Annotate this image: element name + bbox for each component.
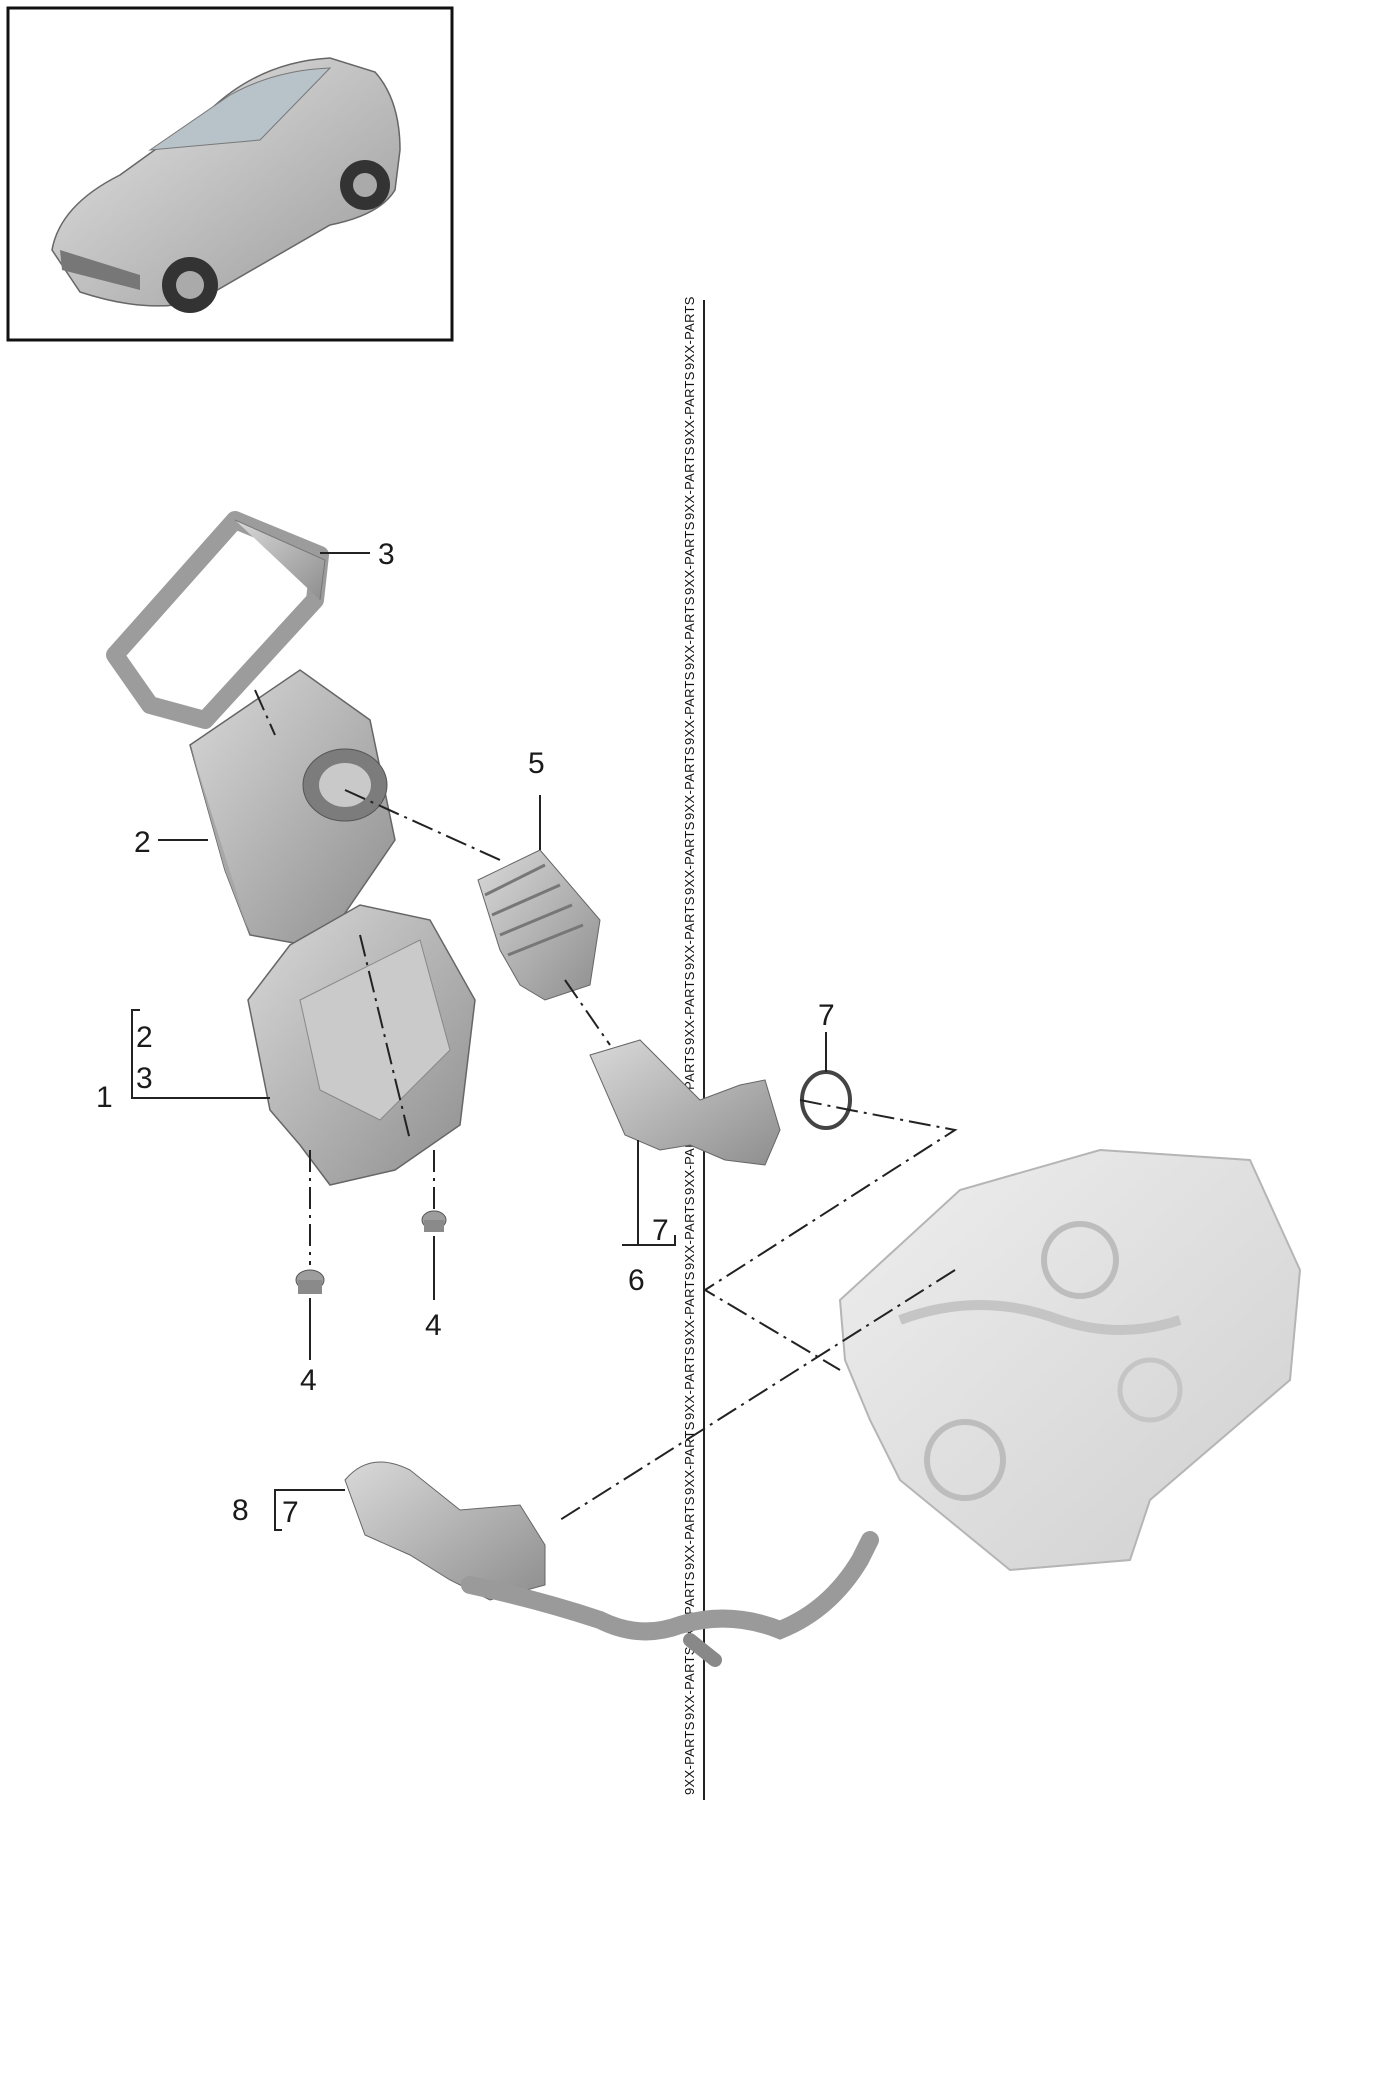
watermark-text: 9XX-PARTS	[682, 1346, 697, 1420]
callout-4-right: 4	[425, 1309, 442, 1342]
watermark-text: 9XX-PARTS	[682, 671, 697, 745]
watermark-text: 9XX-PARTS	[682, 596, 697, 670]
watermark-text: 9XX-PARTS	[682, 1196, 697, 1270]
watermark-text: 9XX-PARTS	[682, 296, 697, 370]
callout-4-left: 4	[300, 1364, 317, 1397]
watermark-text: 9XX-PARTS	[682, 521, 697, 595]
part-5-bellows-hose	[477, 849, 601, 1001]
part-7-o-ring	[800, 1070, 852, 1130]
watermark-text: 9XX-PARTS	[682, 1496, 697, 1570]
part-8-intake-pipe-assembly	[344, 1461, 879, 1667]
watermark-text: 9XX-PARTS	[682, 821, 697, 895]
callout-group-8-item-7: 7	[282, 1496, 299, 1529]
vehicle-thumbnail	[6, 6, 454, 342]
car-illustration	[51, 57, 401, 313]
callouts: 3 2 5 7 2 3 1 7 6 4 4 8 7	[96, 538, 835, 1529]
part-3-seal-frame	[106, 511, 329, 729]
watermark-text: 9XX-PARTS	[682, 1646, 697, 1720]
callout-2: 2	[134, 826, 151, 859]
leader-lines	[131, 552, 827, 1531]
watermark-text: 9XX-PARTS	[682, 1271, 697, 1345]
callout-group-1-item-2: 2	[136, 1021, 153, 1054]
callout-6: 6	[628, 1264, 645, 1297]
callout-8: 8	[232, 1494, 249, 1527]
watermark-text: 9XX-PARTS	[682, 746, 697, 820]
part-2-filter-housing	[189, 669, 396, 946]
assembly-lines	[254, 689, 958, 1521]
part-1-lower-housing	[247, 904, 476, 1186]
callout-5: 5	[528, 747, 545, 780]
part-6-intake-pipe	[589, 1039, 781, 1166]
part-4-grommet-left	[295, 1269, 325, 1294]
callout-1: 1	[96, 1081, 113, 1114]
watermark-column: 9XX-PARTS9XX-PARTS9XX-PARTS9XX-PARTS9XX-…	[682, 296, 697, 1795]
callout-3: 3	[378, 538, 395, 571]
part-4-grommet-right	[421, 1210, 447, 1232]
callout-7: 7	[818, 999, 835, 1032]
callout-group-1-item-3: 3	[136, 1062, 153, 1095]
watermark-text: 9XX-PARTS	[682, 896, 697, 970]
watermark-text: 9XX-PARTS	[682, 446, 697, 520]
watermark-text: 9XX-PARTS	[682, 1721, 697, 1795]
watermark-text: 9XX-PARTS	[682, 971, 697, 1045]
watermark-text: 9XX-PARTS	[682, 371, 697, 445]
watermark-text: 9XX-PARTS	[682, 1421, 697, 1495]
engine-illustration	[838, 1148, 1302, 1572]
callout-group-6-item-7: 7	[652, 1214, 669, 1247]
